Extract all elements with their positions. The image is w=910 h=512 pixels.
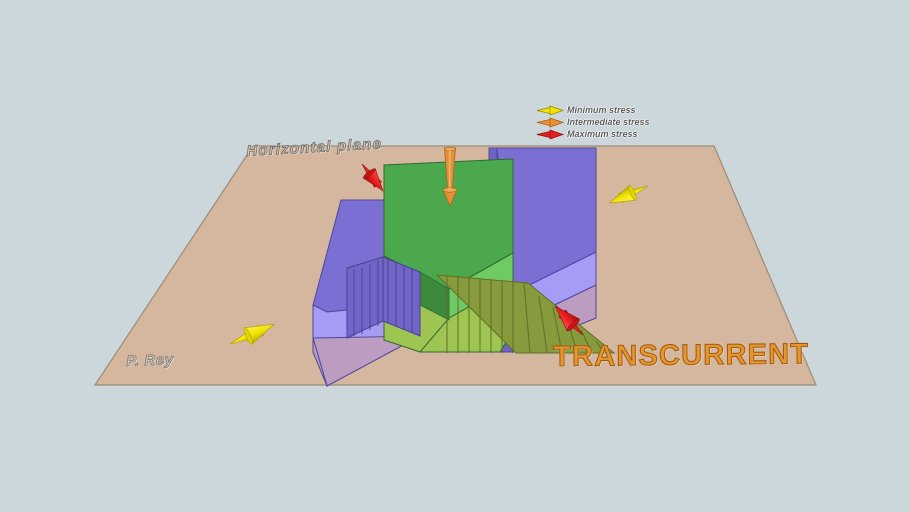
maximum-stress-arrow-se (554, 305, 584, 336)
legend-label-intermediate-stress: Intermediate stress (567, 117, 650, 127)
striated-fault-plane-left (346, 256, 421, 339)
minimum-stress-arrow-sw (229, 324, 275, 345)
stress-legend: Minimum stress Intermediate stress Maxim… (536, 105, 686, 140)
legend-label-minimum-stress: Minimum stress (567, 105, 636, 115)
striated-fault-plane-right (435, 274, 616, 354)
intermediate-stress-arrow-vertical (442, 146, 458, 207)
double-cone-arrow-right-icon (536, 117, 564, 128)
legend-item-minimum-stress: Minimum stress (536, 105, 686, 116)
legend-label-maximum-stress: Maximum stress (567, 129, 638, 139)
minimum-stress-arrow-ne (608, 185, 649, 204)
double-cone-arrow-right-icon (536, 129, 564, 140)
legend-item-intermediate-stress: Intermediate stress (536, 117, 686, 128)
maximum-stress-arrow-nw (361, 163, 384, 192)
legend-item-maximum-stress: Maximum stress (536, 129, 686, 140)
double-cone-arrow-right-icon (536, 105, 564, 116)
